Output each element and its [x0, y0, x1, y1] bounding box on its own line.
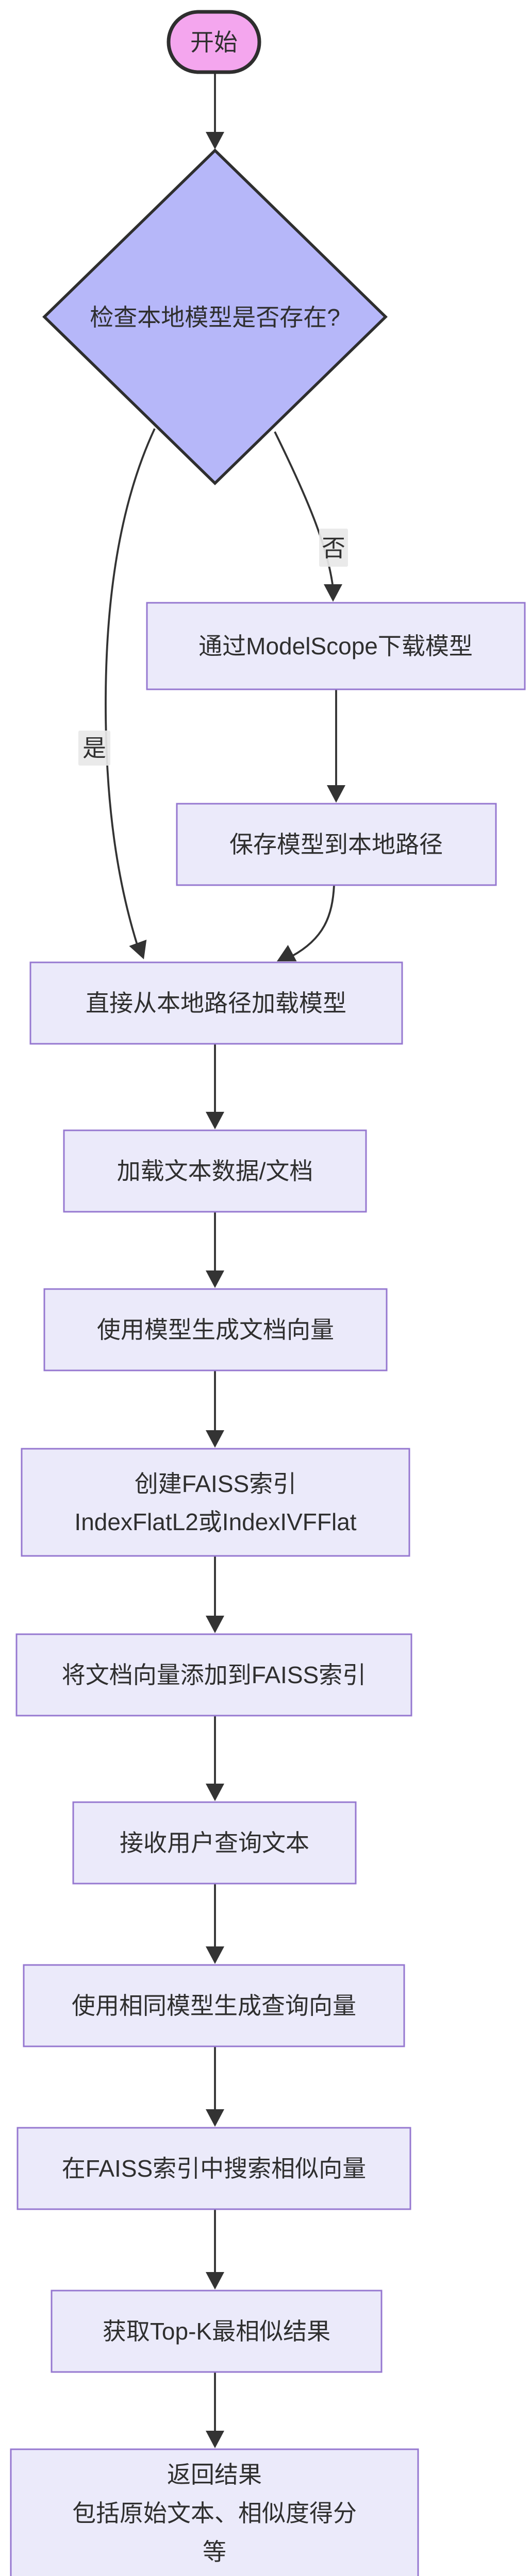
arrowhead: [277, 945, 297, 961]
node-return-line3: 等: [203, 2538, 226, 2565]
arrowhead: [206, 1616, 224, 1633]
node-createindex-line2: IndexFlatL2或IndexIVFFlat: [74, 1509, 356, 1535]
node-load-model: 直接从本地路径加载模型: [29, 961, 403, 1045]
edge-createindex-to-addvec: [206, 1556, 224, 1633]
edge-check-yes-to-load: [105, 428, 156, 959]
arrowhead: [206, 2272, 224, 2290]
node-add-vectors-to-index: 将文档向量添加到FAISS索引: [15, 1633, 412, 1717]
node-load-text: 加载文本数据/文档: [63, 1129, 367, 1213]
node-get-topk: 获取Top-K最相似结果: [51, 2290, 383, 2373]
arrowhead: [129, 939, 147, 959]
node-create-faiss-index: 创建FAISS索引 IndexFlatL2或IndexIVFFlat: [21, 1448, 410, 1557]
edge-label-no: 否: [319, 529, 348, 567]
node-return-line2: 包括原始文本、相似度得分: [72, 2500, 357, 2527]
edge-receivequery-to-queryvec: [206, 1884, 224, 1964]
node-download-model: 通过ModelScope下载模型: [146, 602, 526, 690]
node-topk-label: 获取Top-K最相似结果: [103, 2318, 330, 2345]
edge-label-no-text: 否: [322, 535, 345, 562]
arrowhead: [206, 1784, 224, 1801]
edge-search-to-topk: [206, 2209, 224, 2290]
node-gen-doc-vectors: 使用模型生成文档向量: [43, 1288, 388, 1371]
node-gen-query-vector: 使用相同模型生成查询向量: [23, 1964, 405, 2047]
node-receive-query: 接收用户查询文本: [72, 1801, 357, 1885]
node-createindex-line1: 创建FAISS索引: [135, 1470, 296, 1497]
arrowhead: [206, 2109, 224, 2127]
node-receivequery-label: 接收用户查询文本: [120, 1829, 309, 1856]
node-addvec-label: 将文档向量添加到FAISS索引: [62, 1662, 366, 1688]
node-save-model: 保存模型到本地路径: [176, 803, 497, 886]
edge-docvec-to-createindex: [206, 1370, 224, 1448]
node-docvec-label: 使用模型生成文档向量: [97, 1316, 334, 1343]
arrowhead: [206, 2431, 224, 2448]
edge-label-yes-text: 是: [82, 735, 106, 761]
arrowhead: [206, 1270, 224, 1288]
arrowhead: [324, 584, 342, 602]
arrowhead: [206, 1946, 224, 1964]
edge-loadtext-to-docvec: [206, 1212, 224, 1288]
node-loadtext-label: 加载文本数据/文档: [117, 1158, 313, 1184]
node-start-label: 开始: [190, 29, 238, 56]
arrowhead: [206, 132, 224, 149]
edge-check-no-to-download: [274, 431, 342, 602]
edge-topk-to-return: [206, 2372, 224, 2448]
node-download-label: 通过ModelScope下载模型: [198, 633, 473, 659]
node-save-label: 保存模型到本地路径: [229, 831, 443, 858]
node-queryvec-label: 使用相同模型生成查询向量: [72, 1992, 356, 2019]
edge-addvec-to-receivequery: [206, 1716, 224, 1801]
edge-download-to-save: [327, 689, 345, 803]
node-start: 开始: [167, 10, 261, 74]
node-search-similar: 在FAISS索引中搜索相似向量: [16, 2127, 411, 2210]
node-return-line1: 返回结果: [167, 2461, 262, 2488]
edge-start-to-check: [206, 73, 224, 149]
arrowhead: [327, 785, 345, 803]
edge-load-to-loadtext: [206, 1044, 224, 1129]
edge-save-to-load: [277, 885, 335, 961]
arrowhead: [206, 1112, 224, 1129]
arrowhead: [206, 1430, 224, 1448]
node-check-label: 检查本地模型是否存在?: [90, 304, 340, 331]
edge-label-yes: 是: [78, 731, 110, 766]
edge-queryvec-to-search: [206, 2046, 224, 2127]
node-load-label: 直接从本地路径加载模型: [86, 990, 346, 1016]
node-search-label: 在FAISS索引中搜索相似向量: [62, 2155, 366, 2182]
node-check-local-model: 检查本地模型是否存在?: [42, 148, 388, 485]
node-return-results: 返回结果 包括原始文本、相似度得分 等: [10, 2448, 419, 2576]
